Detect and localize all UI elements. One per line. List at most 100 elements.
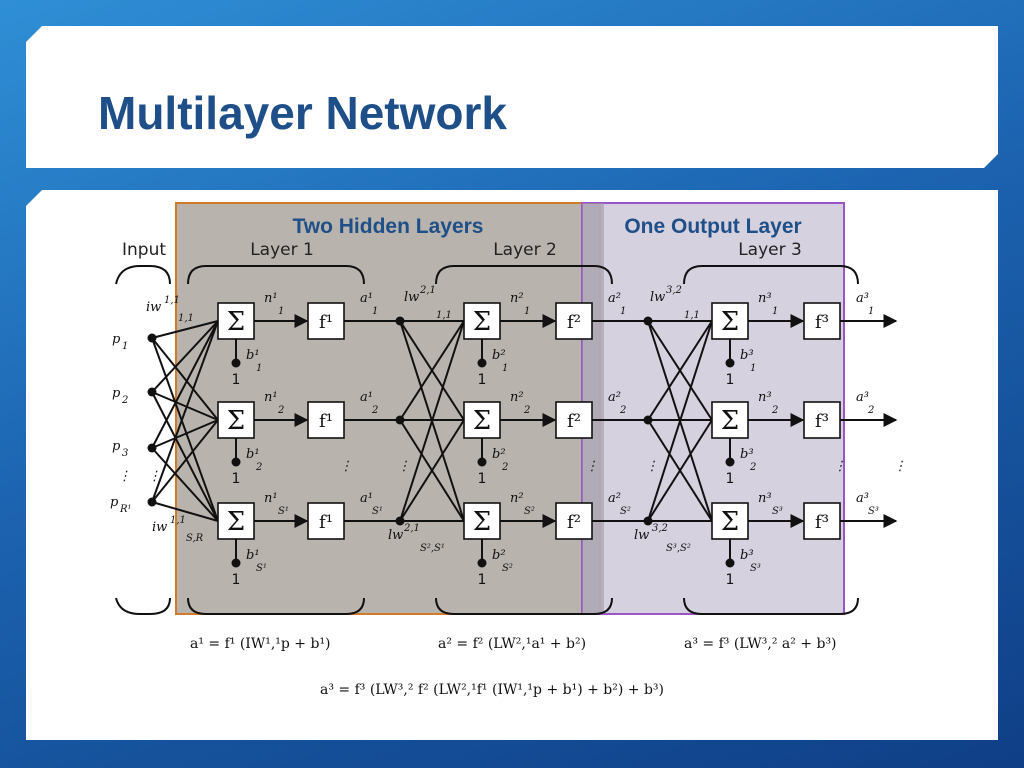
- layer2-row3-b-sub: S²: [502, 563, 513, 574]
- layer1-row2-sum-box: [217, 401, 255, 439]
- svg-text:2: 2: [121, 395, 128, 406]
- output-layer-label: One Output Layer: [624, 215, 801, 238]
- layer3-row1-b-sub: 1: [750, 363, 756, 374]
- layer1-row2-a-label: a¹: [360, 390, 373, 405]
- layer3-row3-transfer-label: f³: [815, 512, 829, 533]
- input-wire-1-3: [151, 337, 219, 522]
- layer1-row2-transfer-box: [307, 401, 345, 439]
- weight-iw-top: iw 1,1 1,1: [146, 295, 194, 324]
- slide-title: Multilayer Network: [98, 87, 507, 139]
- layer1-row1-a-label: a¹: [360, 291, 373, 306]
- svg-text:lw: lw: [650, 290, 665, 305]
- layer2-row1-bias-node: [477, 358, 487, 368]
- equation-full: a³ = f³ (LW³,² f² (LW²,¹f¹ (IW¹,¹p + b¹)…: [320, 682, 664, 698]
- layer2-row3-a-label: a²: [608, 491, 621, 506]
- input-p3: p 3: [112, 439, 128, 459]
- layer2-row3-transfer-box: [555, 502, 593, 540]
- layer2-row2-bias-one: 1: [478, 471, 487, 487]
- layer2-row3-sum-box: [463, 502, 501, 540]
- layer2-row3-n-label: n²: [510, 491, 524, 506]
- layer2-row3-sum-symbol: Σ: [473, 507, 491, 537]
- layer1-row1-sum-symbol: Σ: [227, 307, 245, 337]
- layer3-row1-transfer-label: f³: [815, 312, 829, 333]
- input-wire-3-2: [151, 419, 219, 449]
- svg-text:2,1: 2,1: [419, 285, 436, 296]
- layer2-row2-b-sub: 2: [501, 462, 508, 473]
- layer1-ellipsis-out: ⋮: [398, 459, 411, 474]
- layer3-row3-sum-symbol: Σ: [721, 507, 739, 537]
- svg-text:S,R: S,R: [186, 533, 204, 544]
- input-wire-2-2: [151, 391, 219, 421]
- layer1-row1-b-label: b¹: [246, 348, 260, 363]
- layer1-row3-sum-box: [217, 502, 255, 540]
- layer2-row1-sum-box: [463, 302, 501, 340]
- layer3-row2-n-label: n³: [758, 390, 772, 405]
- svg-text:p: p: [112, 439, 121, 454]
- layer3-row3-bias-one: 1: [726, 572, 735, 588]
- input-p1: p 1: [112, 332, 128, 352]
- svg-text:1,1: 1,1: [436, 310, 452, 321]
- layer1-row2-bias-node: [231, 457, 241, 467]
- layer2-row3-n-sub: S²: [524, 506, 535, 517]
- layer1-row2-bias-one: 1: [232, 471, 241, 487]
- layer3-row2-bias-node: [725, 457, 735, 467]
- input-wire-4-3: [151, 501, 219, 522]
- layer2-row1-sum-symbol: Σ: [473, 307, 491, 337]
- layer2-to-layer3-wire-3-2: [647, 419, 713, 522]
- layer1-to-layer2-wire-3-1: [399, 320, 465, 522]
- layer2-row1-output-node: [643, 316, 653, 326]
- layer1-header: Layer 1: [250, 240, 314, 260]
- weight-iw-bottom: iw 1,1 S,R: [152, 515, 204, 544]
- layer1-row2-n-label: n¹: [264, 390, 278, 405]
- input-p2: p 2: [112, 386, 128, 406]
- layer1-row3-b-label: b¹: [246, 548, 260, 563]
- layer2-ellipsis-out: ⋮: [646, 459, 659, 474]
- input-wire-1-1: [151, 320, 219, 339]
- layer1-row1-output-node: [395, 316, 405, 326]
- svg-text:2,1: 2,1: [403, 523, 420, 534]
- layer2-row1-b-label: b²: [492, 348, 506, 363]
- layer2-row1-transfer-label: f²: [567, 312, 581, 333]
- hidden-layers-label: Two Hidden Layers: [293, 215, 484, 238]
- layer2-row3-transfer-label: f²: [567, 512, 581, 533]
- svg-text:1,1: 1,1: [684, 310, 700, 321]
- layer2-row1-a-sub: 1: [620, 306, 626, 317]
- layer3-row3-b-sub: S³: [750, 563, 761, 574]
- layer1-row3-bias-one: 1: [232, 572, 241, 588]
- layer3-row2-sum-box: [711, 401, 749, 439]
- svg-text:3: 3: [122, 448, 128, 459]
- svg-text:S²,S¹: S²,S¹: [420, 543, 445, 554]
- layer1-row2-sum-symbol: Σ: [227, 406, 245, 436]
- layer1-row1-transfer-box: [307, 302, 345, 340]
- input-wire-3-1: [151, 320, 219, 449]
- layer1-to-layer2-wire-3-2: [399, 419, 465, 522]
- layer3-header: Layer 3: [738, 240, 802, 260]
- layer3-row1-b-label: b³: [740, 348, 754, 363]
- layer1-row2-b-sub: 2: [255, 462, 262, 473]
- input-header: Input: [122, 240, 166, 260]
- braces-top: [115, 265, 859, 285]
- svg-text:iw: iw: [152, 520, 167, 535]
- layer2-row1-transfer-box: [555, 302, 593, 340]
- layer3-row2-transfer-box: [803, 401, 841, 439]
- input-node-1: [147, 333, 157, 343]
- layer1-row3-bias-node: [231, 558, 241, 568]
- layer2-row1-b-sub: 1: [502, 363, 508, 374]
- layer2-row2-n-sub: 2: [523, 405, 530, 416]
- layer1-row3-n-label: n¹: [264, 491, 278, 506]
- svg-text:3,2: 3,2: [666, 285, 682, 296]
- layer1-row3-n-sub: S¹: [278, 506, 289, 517]
- layer3-row1-bias-node: [725, 358, 735, 368]
- layer1-row1-a-sub: 1: [372, 306, 378, 317]
- layer3-row1-a-label: a³: [856, 291, 869, 306]
- layer2-row3-bias-one: 1: [478, 572, 487, 588]
- layer3-row3-sum-box: [711, 502, 749, 540]
- braces-bottom: [115, 597, 859, 615]
- input-wire-1-2: [151, 337, 219, 421]
- layer3-row2-a-label: a³: [856, 390, 869, 405]
- layer3-row1-bias-one: 1: [726, 372, 735, 388]
- layer1-row1-n-sub: 1: [278, 306, 284, 317]
- layer2-row2-transfer-box: [555, 401, 593, 439]
- input-ellipsis-left: ⋮: [118, 469, 131, 484]
